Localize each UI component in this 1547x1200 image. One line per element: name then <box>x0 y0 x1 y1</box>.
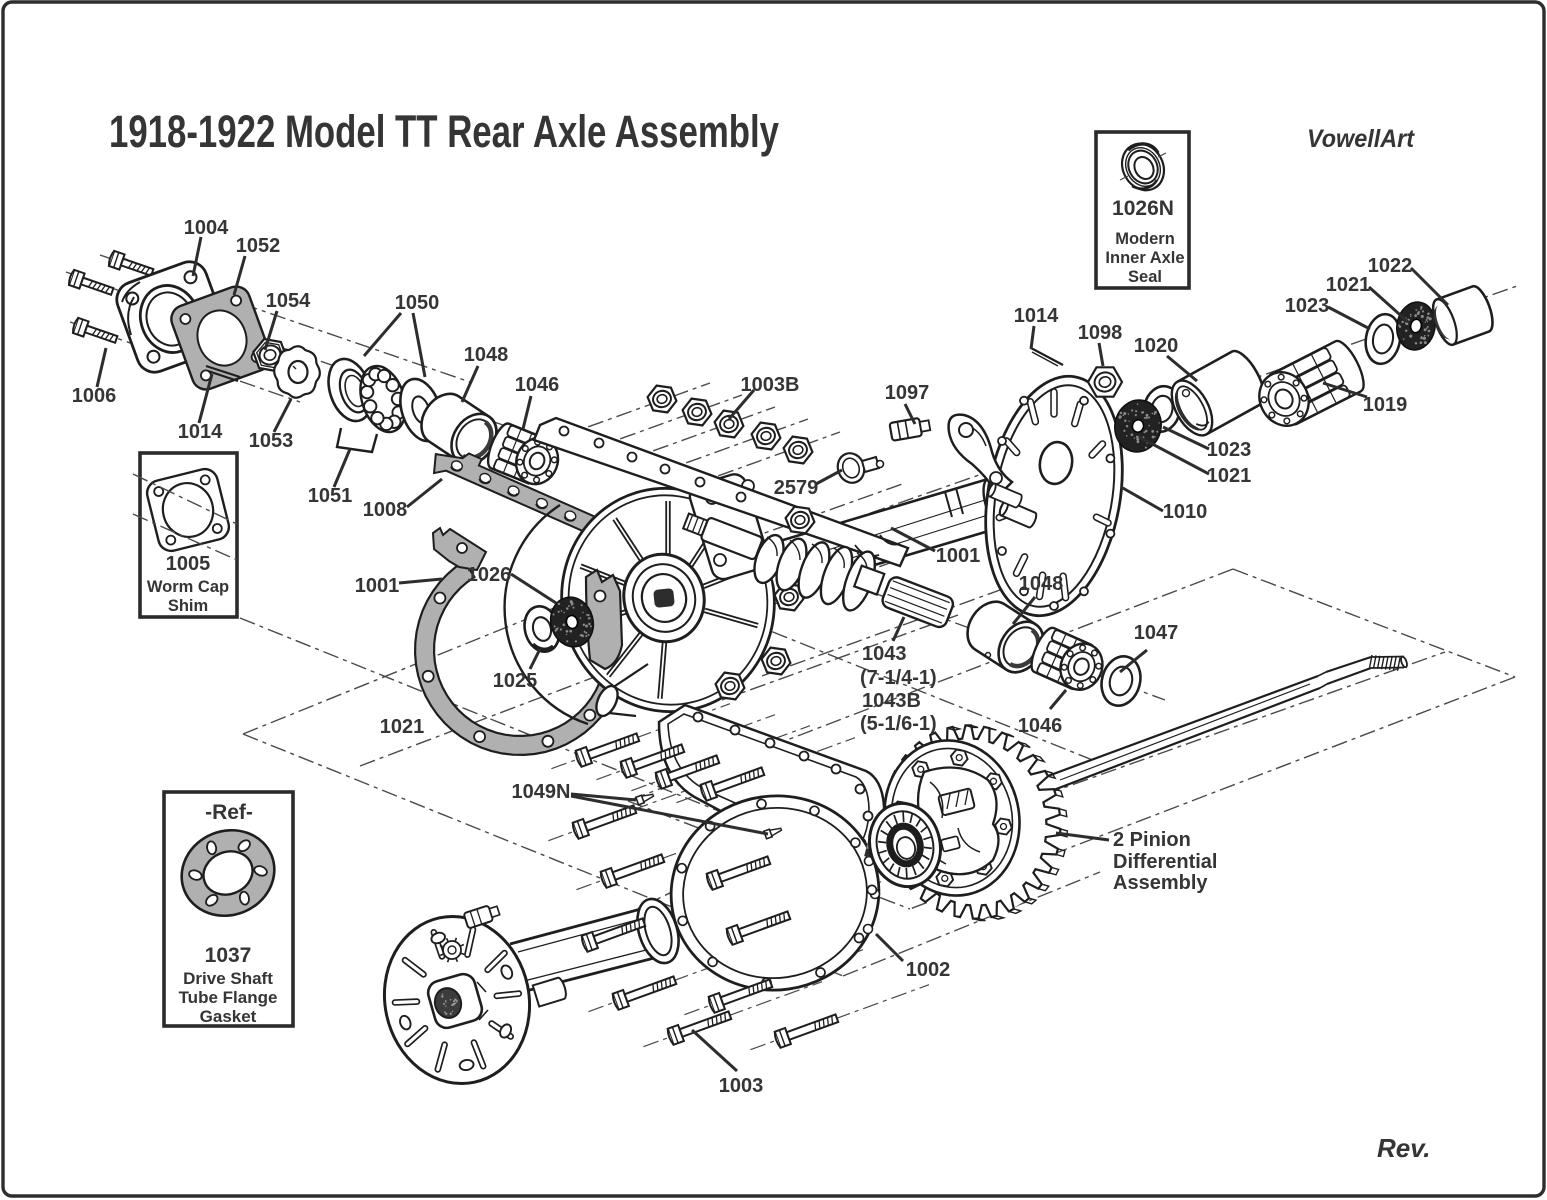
svg-text:1001: 1001 <box>936 545 981 567</box>
svg-text:-Ref-: -Ref- <box>205 801 253 824</box>
svg-text:1026: 1026 <box>467 564 512 586</box>
svg-text:1023: 1023 <box>1285 295 1330 317</box>
svg-text:Rev.: Rev. <box>1377 1133 1431 1163</box>
svg-text:1046: 1046 <box>1018 715 1063 737</box>
svg-text:1020: 1020 <box>1134 335 1179 357</box>
svg-text:1098: 1098 <box>1078 322 1123 344</box>
svg-text:1003: 1003 <box>719 1075 764 1097</box>
svg-text:1025: 1025 <box>493 670 538 692</box>
svg-text:1002: 1002 <box>906 959 951 981</box>
svg-text:1019: 1019 <box>1363 394 1408 416</box>
svg-text:2 Pinion: 2 Pinion <box>1113 829 1191 851</box>
svg-text:1008: 1008 <box>363 499 408 521</box>
svg-text:1049N: 1049N <box>512 781 571 803</box>
svg-text:1003B: 1003B <box>741 374 800 396</box>
svg-text:Seal: Seal <box>1128 268 1162 286</box>
svg-text:1918-1922 Model TT Rear Axle A: 1918-1922 Model TT Rear Axle Assembly <box>109 106 779 157</box>
svg-text:1047: 1047 <box>1134 622 1179 644</box>
svg-text:1026N: 1026N <box>1112 197 1174 220</box>
svg-text:Worm Cap: Worm Cap <box>147 578 229 596</box>
svg-text:1014: 1014 <box>178 421 223 443</box>
svg-text:Gasket: Gasket <box>200 1007 257 1026</box>
svg-text:1021: 1021 <box>1326 274 1371 296</box>
svg-text:2579: 2579 <box>774 477 819 499</box>
svg-text:1051: 1051 <box>308 485 353 507</box>
svg-text:1010: 1010 <box>1163 501 1208 523</box>
svg-text:1021: 1021 <box>380 716 425 738</box>
svg-text:1023: 1023 <box>1207 439 1252 461</box>
svg-text:(5-1/6-1): (5-1/6-1) <box>860 713 937 735</box>
svg-text:1014: 1014 <box>1014 305 1059 327</box>
svg-text:Differential: Differential <box>1113 851 1217 873</box>
svg-text:1001: 1001 <box>355 575 400 597</box>
svg-text:Assembly: Assembly <box>1113 872 1208 894</box>
svg-text:1053: 1053 <box>249 430 294 452</box>
svg-text:1052: 1052 <box>236 235 281 257</box>
svg-text:1097: 1097 <box>885 382 930 404</box>
svg-text:Drive Shaft: Drive Shaft <box>183 969 273 988</box>
svg-text:1037: 1037 <box>205 944 252 967</box>
svg-text:1050: 1050 <box>395 292 440 314</box>
svg-text:1043: 1043 <box>862 643 907 665</box>
svg-text:Inner Axle: Inner Axle <box>1105 249 1184 267</box>
svg-text:1048: 1048 <box>1019 573 1064 595</box>
svg-text:(7-1/4-1): (7-1/4-1) <box>860 667 937 689</box>
svg-text:1043B: 1043B <box>862 690 921 712</box>
svg-text:Tube Flange: Tube Flange <box>179 988 278 1007</box>
svg-text:1054: 1054 <box>266 290 311 312</box>
svg-text:1046: 1046 <box>515 374 560 396</box>
svg-text:1048: 1048 <box>464 344 509 366</box>
svg-text:Modern: Modern <box>1115 230 1175 248</box>
svg-text:1004: 1004 <box>184 217 229 239</box>
svg-text:VowellArt: VowellArt <box>1307 125 1416 153</box>
svg-text:1022: 1022 <box>1368 255 1413 277</box>
svg-text:1021: 1021 <box>1207 465 1252 487</box>
svg-text:1005: 1005 <box>166 553 211 575</box>
svg-text:1006: 1006 <box>72 385 117 407</box>
svg-text:Shim: Shim <box>168 597 208 615</box>
